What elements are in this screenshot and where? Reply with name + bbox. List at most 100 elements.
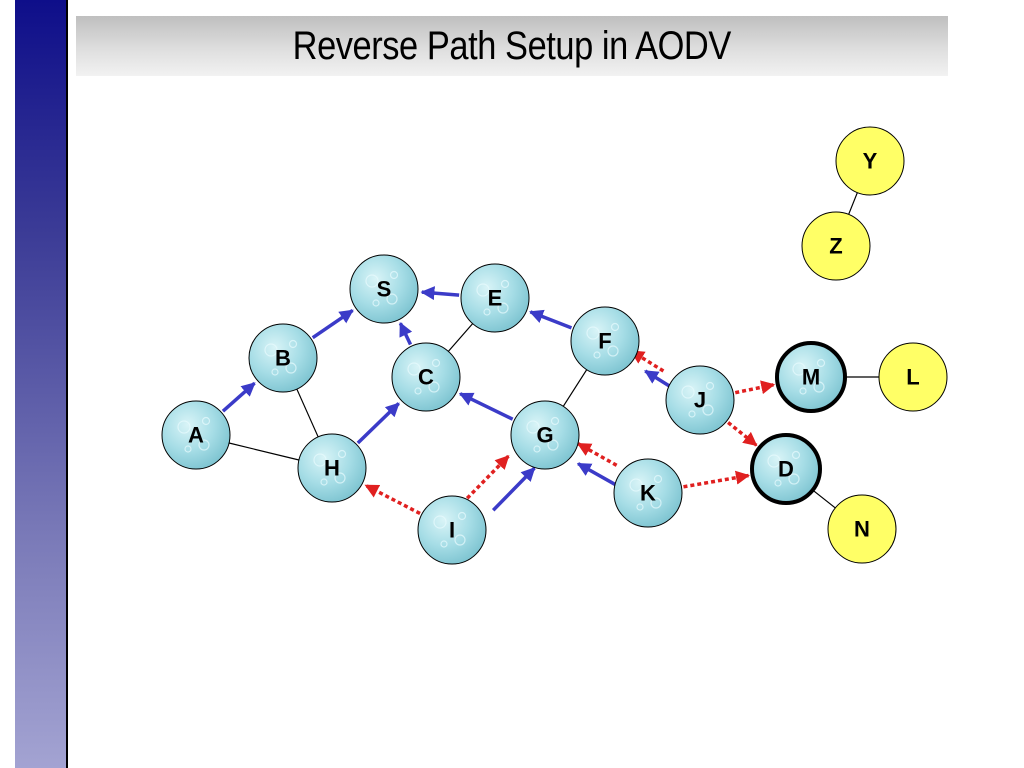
- node-k: K: [613, 458, 683, 528]
- node-i: I: [417, 495, 487, 565]
- node-m: M: [775, 341, 847, 413]
- node-f: F: [570, 306, 640, 376]
- node-a-circle: [161, 400, 231, 470]
- node-h-label: H: [324, 456, 340, 481]
- node-d-circle: [750, 433, 822, 505]
- node-b-circle: [248, 323, 318, 393]
- node-d-texture-1: [788, 473, 800, 485]
- nodes-layer: S E B C F A H G J I K M D Y Z L N: [161, 126, 948, 565]
- forward-arrow-i-g: [491, 466, 536, 512]
- node-g-texture-2: [550, 416, 560, 426]
- link-d-n: [812, 489, 836, 509]
- node-a: A: [161, 400, 231, 470]
- node-j-texture-2: [705, 381, 715, 391]
- node-d: D: [750, 433, 822, 505]
- node-l: L: [878, 342, 948, 412]
- node-m-texture-1: [813, 381, 825, 393]
- node-f-circle: [570, 306, 640, 376]
- node-g-texture-3: [533, 445, 541, 453]
- links-layer: [228, 192, 879, 509]
- node-f-texture-2: [610, 322, 620, 332]
- forward-arrow-c-s: [398, 322, 413, 346]
- forward-arrow-f-e: [529, 309, 573, 330]
- node-c-texture-3: [414, 387, 422, 395]
- node-d-texture-3: [774, 479, 782, 487]
- forward-arrow-g-c: [458, 392, 514, 421]
- node-s-texture-1: [386, 293, 398, 305]
- node-j-texture-1: [702, 404, 714, 416]
- node-j-texture-3: [688, 410, 696, 418]
- node-l-circle: [878, 342, 948, 412]
- node-m-texture-3: [799, 387, 807, 395]
- node-k-texture-0: [629, 478, 643, 492]
- node-s-circle: [349, 254, 419, 324]
- node-e-texture-1: [497, 302, 509, 314]
- node-m-circle: [775, 341, 847, 413]
- node-i-texture-0: [433, 515, 447, 529]
- node-c-texture-0: [407, 362, 421, 376]
- node-s-texture-3: [372, 299, 380, 307]
- forward-arrow-k-g: [576, 462, 618, 487]
- node-b-label: B: [275, 346, 291, 371]
- node-f-texture-1: [607, 345, 619, 357]
- node-k-label: K: [640, 481, 656, 506]
- node-s: S: [349, 254, 419, 324]
- node-s-texture-0: [365, 274, 379, 288]
- node-b-texture-3: [271, 368, 279, 376]
- node-b-texture-1: [285, 362, 297, 374]
- node-n: N: [827, 494, 897, 564]
- node-e-circle: [460, 263, 530, 333]
- left-decor-bar: [15, 0, 68, 768]
- node-e: E: [460, 263, 530, 333]
- node-k-circle: [613, 458, 683, 528]
- node-e-label: E: [488, 286, 503, 311]
- node-f-texture-0: [586, 326, 600, 340]
- forward-arrow-a-b: [221, 381, 256, 413]
- node-m-texture-2: [816, 358, 826, 368]
- reverse-arrow-i-h: [364, 483, 421, 516]
- node-g-label: G: [536, 423, 553, 448]
- node-j-texture-0: [681, 385, 695, 399]
- node-y: Y: [835, 126, 905, 196]
- node-k-texture-1: [650, 497, 662, 509]
- node-i-texture-2: [457, 511, 467, 521]
- link-c-e: [447, 323, 474, 352]
- node-z-label: Z: [829, 234, 842, 259]
- link-a-h: [228, 442, 300, 461]
- page-title: Reverse Path Setup in AODV: [292, 23, 732, 68]
- node-s-texture-2: [389, 270, 399, 280]
- reverse-arrow-j-d: [726, 421, 758, 447]
- node-n-circle: [827, 494, 897, 564]
- link-f-g: [562, 369, 588, 407]
- node-z-circle: [801, 211, 871, 281]
- link-b-h: [296, 388, 319, 438]
- node-g: G: [510, 400, 580, 470]
- node-k-texture-2: [653, 474, 663, 484]
- node-i-label: I: [449, 518, 455, 543]
- node-h-circle: [297, 433, 367, 503]
- forward-arrow-h-c: [356, 402, 400, 445]
- node-h-texture-2: [337, 449, 347, 459]
- node-a-texture-3: [184, 445, 192, 453]
- node-y-label: Y: [863, 149, 878, 174]
- node-j-circle: [665, 365, 735, 435]
- node-j-label: J: [694, 388, 706, 413]
- reverse-arrow-k-g: [576, 442, 618, 467]
- forward-arrow-e-s: [420, 286, 460, 301]
- node-h-texture-3: [320, 478, 328, 486]
- node-j: J: [665, 365, 735, 435]
- node-d-label: D: [778, 457, 794, 482]
- node-b-texture-2: [288, 339, 298, 349]
- node-a-texture-2: [201, 416, 211, 426]
- node-n-label: N: [854, 517, 870, 542]
- node-e-texture-2: [500, 279, 510, 289]
- node-d-texture-0: [767, 454, 781, 468]
- node-c: C: [391, 342, 461, 412]
- node-y-circle: [835, 126, 905, 196]
- node-c-texture-2: [431, 358, 441, 368]
- node-g-texture-1: [547, 439, 559, 451]
- node-h-texture-0: [313, 453, 327, 467]
- node-f-label: F: [598, 329, 611, 354]
- title-bar: Reverse Path Setup in AODV: [76, 16, 948, 76]
